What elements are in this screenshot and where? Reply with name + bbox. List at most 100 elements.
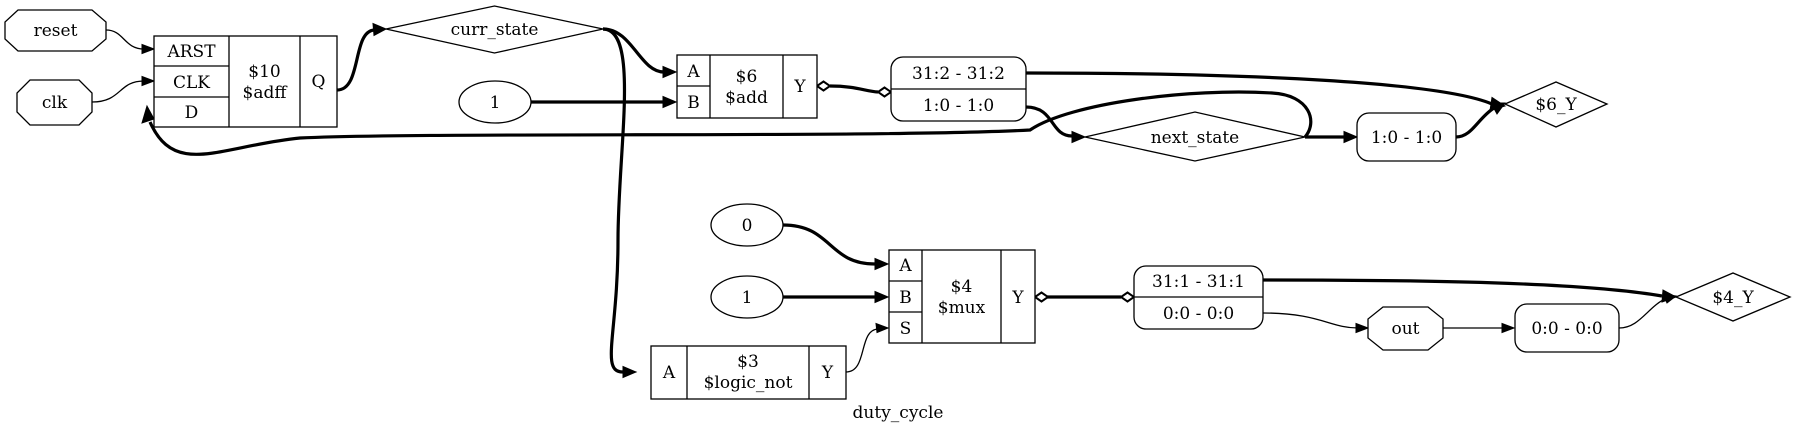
const-1-add-label: 1 <box>490 93 501 113</box>
port-clk-label: clk <box>42 93 68 113</box>
port-out-label: out <box>1391 319 1419 339</box>
wire-currstate-addA <box>602 27 665 74</box>
net-curr-state-label: curr_state <box>451 20 539 40</box>
wire-muxsplit-muxy <box>1262 278 1663 298</box>
logic-not-port-a: A <box>662 363 676 383</box>
const-1-add-shape <box>458 80 532 124</box>
mux-port-a: A <box>898 256 912 276</box>
wire-split-addy <box>1025 71 1493 106</box>
slice-out-box <box>1514 303 1620 353</box>
wire-currstate-notA <box>602 27 627 374</box>
cell-add: A B $6 $add Y <box>676 54 818 119</box>
slice-next: 1:0 - 1:0 <box>1356 112 1457 162</box>
arrow-addB <box>662 95 678 109</box>
adff-port-d: D <box>185 103 199 123</box>
port-reset-label: reset <box>34 21 78 41</box>
wire-q-currstate <box>336 28 375 92</box>
add-id: $6 <box>736 67 758 87</box>
wire-slice-addy <box>1455 106 1495 139</box>
logic-not-type: $logic_not <box>704 373 793 393</box>
port-clk: clk <box>16 79 93 126</box>
mux-type: $mux <box>938 298 986 318</box>
arrow-outslice <box>1501 322 1516 334</box>
arrow-clk <box>141 75 156 87</box>
arrow-muxy-2 <box>1662 293 1678 304</box>
net-curr-state: curr_state <box>385 5 604 54</box>
logic-not-id: $3 <box>737 352 759 372</box>
adff-type: $adff <box>243 83 289 103</box>
arrow-slice <box>1343 130 1359 144</box>
arrow-addy-2 <box>1490 102 1506 115</box>
add-port-y: Y <box>793 77 806 97</box>
arrow-muxB <box>874 290 890 304</box>
mux-port-s: S <box>900 319 912 339</box>
net-mux-y-label: $4_Y <box>1712 288 1754 308</box>
wire-outslice-muxy <box>1618 297 1668 329</box>
adff-port-q: Q <box>312 72 326 92</box>
add-port-b: B <box>687 93 700 113</box>
const-1-mux-shape <box>710 275 784 319</box>
cell-mux-box <box>888 249 1036 344</box>
slice-out-label: 0:0 - 0:0 <box>1531 319 1602 339</box>
arrow-notA <box>622 365 638 379</box>
add-port-a: A <box>686 62 700 82</box>
net-mux-y: $4_Y <box>1674 272 1792 322</box>
split-mux-high: 31:1 - 31:1 <box>1152 272 1245 292</box>
add-type: $add <box>725 88 768 108</box>
split-add-high: 31:2 - 31:2 <box>912 64 1005 84</box>
wire-const0-muxA <box>782 223 876 266</box>
wire-clk-clk <box>91 80 145 103</box>
adff-port-arst: ARST <box>166 42 216 62</box>
arrow-muxA <box>874 257 890 271</box>
arrow-nextstate <box>1071 130 1087 144</box>
const-0-shape <box>710 203 784 247</box>
arrow-muxS <box>875 322 890 334</box>
const-1-mux-label: 1 <box>742 288 753 308</box>
mux-port-y: Y <box>1011 288 1024 308</box>
diamond-muxsplit <box>1119 291 1136 303</box>
wire-split-nextstate <box>1025 105 1073 138</box>
split-mux-low: 0:0 - 0:0 <box>1163 304 1234 324</box>
arrow-currstate <box>372 22 388 37</box>
wire-nextstate-d <box>148 90 1313 156</box>
mux-id: $4 <box>951 277 973 297</box>
wire-notY-muxS <box>845 328 879 373</box>
slice-out: 0:0 - 0:0 <box>1514 303 1620 353</box>
wires <box>91 22 1678 379</box>
diamond-muxY <box>1033 291 1050 303</box>
net-mux-y-shape <box>1674 272 1792 322</box>
logic-not-port-y: Y <box>821 363 834 383</box>
slice-next-box <box>1356 112 1457 162</box>
split-add-low: 1:0 - 1:0 <box>923 96 994 116</box>
wire-muxsplit-out <box>1262 312 1359 329</box>
cell-logic-not-box <box>650 345 847 400</box>
net-next-state-label: next_state <box>1151 128 1240 148</box>
net-next-state: next_state <box>1084 111 1306 162</box>
split-mux: 31:1 - 31:1 0:0 - 0:0 <box>1133 265 1264 330</box>
cell-adff: ARST CLK D $10 $adff Q <box>153 35 338 128</box>
diamond-addY <box>815 80 832 92</box>
net-add-y: $6_Y <box>1503 81 1609 128</box>
cell-adff-box <box>153 35 338 128</box>
const-1-add: 1 <box>458 80 532 124</box>
cell-mux: A B S $4 $mux Y <box>888 249 1036 344</box>
net-next-state-shape <box>1084 111 1306 162</box>
wire-reset-arst <box>105 29 145 50</box>
adff-id: $10 <box>248 62 280 82</box>
diamond-split <box>876 86 893 98</box>
port-clk-shape <box>16 79 93 126</box>
net-add-y-shape <box>1503 81 1609 128</box>
split-add: 31:2 - 31:2 1:0 - 1:0 <box>890 56 1027 122</box>
diagram-title: duty_cycle <box>853 403 944 423</box>
port-reset-shape <box>4 9 107 52</box>
adff-port-clk: CLK <box>173 73 210 93</box>
port-reset: reset <box>4 9 107 52</box>
net-curr-state-shape <box>385 5 604 54</box>
const-0-label: 0 <box>742 216 753 236</box>
arrow-out <box>1355 322 1370 334</box>
arrow-d <box>141 104 155 124</box>
mux-port-b: B <box>899 288 912 308</box>
port-out: out <box>1367 306 1444 351</box>
slice-next-label: 1:0 - 1:0 <box>1371 128 1442 148</box>
